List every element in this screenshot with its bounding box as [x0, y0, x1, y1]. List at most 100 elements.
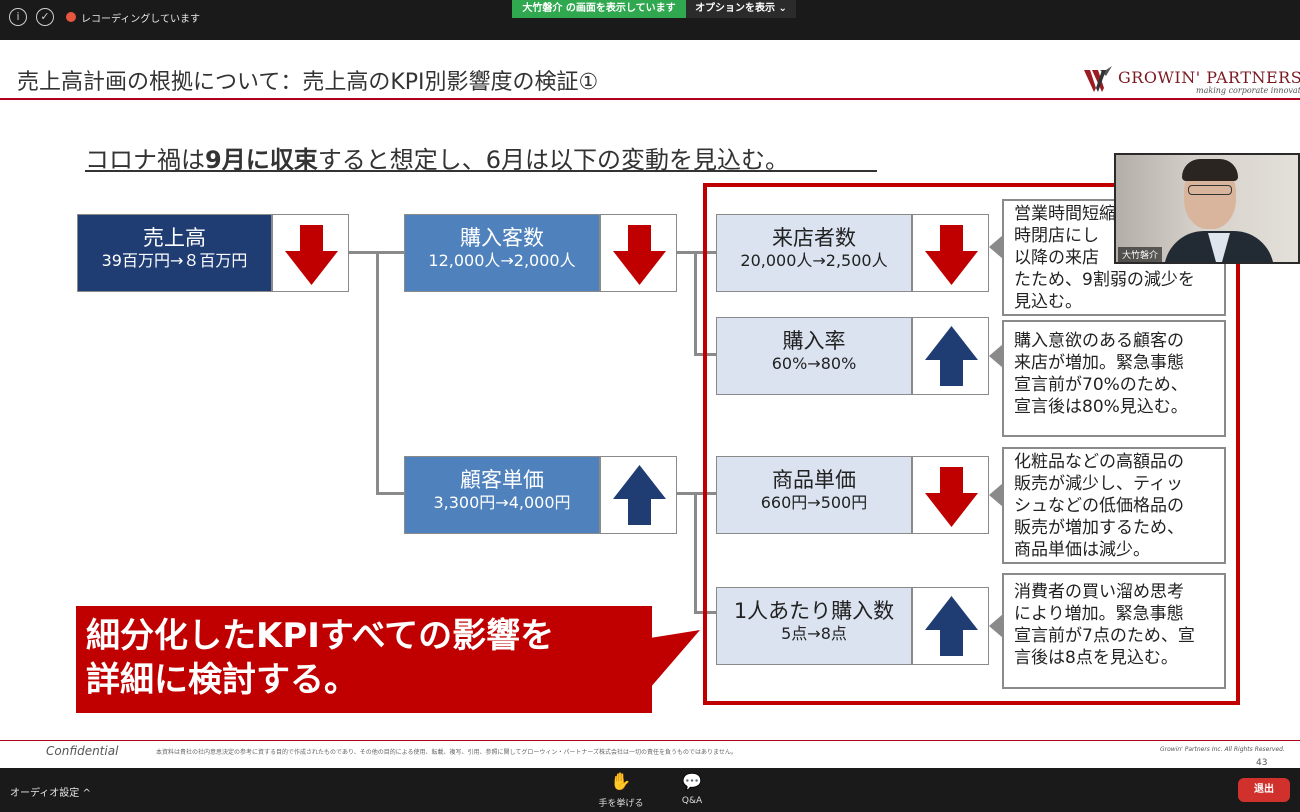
kpi-box-visitors: 来店者数 20,000人→2,500人: [716, 214, 912, 292]
note-line: 販売が増加するため、: [1014, 518, 1184, 538]
banner-line: 詳細に検討する。: [86, 660, 358, 700]
slide-title: 売上高計画の根拠について：売上高のKPI別影響度の検証①: [17, 70, 599, 95]
kpi-change: 60%→80%: [771, 354, 857, 373]
note-line: たため、9割弱の減少を: [1014, 270, 1195, 290]
participant-video[interactable]: 大竹磐介: [1114, 153, 1300, 264]
down-arrow-icon: [600, 214, 677, 292]
note-line: 時閉店にし: [1014, 226, 1099, 246]
headline-bold: 収束: [269, 146, 318, 174]
note-line: 見込む。: [1014, 292, 1082, 312]
headline-part: コロナ禍は: [85, 146, 205, 174]
kpi-change: 5点→8点: [781, 624, 847, 643]
info-icon[interactable]: i: [9, 8, 27, 26]
note-line: により増加。緊急事態: [1014, 604, 1184, 624]
kpi-box-conversion: 購入率 60%→80%: [716, 317, 912, 395]
note-line: 宣言後は80%見込む。: [1014, 397, 1188, 417]
qa-button[interactable]: 💬 Q&A: [672, 772, 712, 806]
kpi-change: 20,000人→2,500人: [740, 251, 888, 270]
leave-button[interactable]: 退出: [1238, 778, 1290, 802]
video-person-glasses: [1188, 185, 1232, 195]
disclaimer-text: 本資料は貴社の社内意思決定の参考に資する目的で作成されたものであり、その他の目的…: [156, 749, 737, 756]
kpi-box-item-price: 商品単価 660円→500円: [716, 456, 912, 534]
kpi-box-sales: 売上高 39百万円→８百万円: [77, 214, 272, 292]
note-items-per-customer: 消費者の買い溜め思考 により増加。緊急事態 宣言前が7点のため、宣 言後は8点を…: [1002, 573, 1226, 689]
kpi-box-unit-price: 顧客単価 3,300円→4,000円: [404, 456, 600, 534]
note-line: 営業時間短縮: [1014, 204, 1116, 224]
up-arrow-icon: [912, 317, 989, 395]
note-line: 販売が減少し、ティッ: [1014, 474, 1183, 494]
kpi-change: 12,000人→2,000人: [428, 251, 576, 270]
note-line: 以降の来店: [1014, 248, 1099, 268]
chat-bubbles-icon: 💬: [682, 772, 702, 791]
confidential-label: Confidential: [46, 744, 119, 758]
connector-line: [376, 251, 379, 495]
recording-status: レコーディングしています: [81, 14, 200, 25]
headline-bold: 9月: [205, 146, 246, 174]
kpi-title: 顧客単価: [460, 468, 544, 492]
banner-line: 細分化したKPIすべての影響を: [86, 616, 555, 656]
participant-name: 大竹磐介: [1118, 247, 1163, 262]
shared-slide: 売上高計画の根拠について：売上高のKPI別影響度の検証① GROWIN' PAR…: [0, 40, 1300, 768]
note-line: 商品単価は減少。: [1014, 540, 1150, 560]
note-line: 購入意欲のある顧客の: [1014, 331, 1184, 351]
kpi-change: 660円→500円: [760, 493, 868, 512]
kpi-change: 3,300円→4,000円: [433, 493, 571, 512]
connector-line: [694, 251, 697, 356]
note-line: 宣言前が70%のため、: [1014, 375, 1188, 395]
down-arrow-icon: [912, 456, 989, 534]
note-line: シュなどの低価格品の: [1014, 496, 1184, 516]
logo-text: GROWIN' PARTNERS: [1118, 68, 1300, 87]
callout-pointer: [989, 483, 1003, 507]
kpi-title: 売上高: [143, 226, 206, 250]
kpi-title: 購入客数: [460, 226, 544, 250]
kpi-box-customers: 購入客数 12,000人→2,000人: [404, 214, 600, 292]
recording-icon: [66, 12, 76, 22]
video-person-hair: [1182, 159, 1238, 181]
title-divider: [0, 98, 1300, 100]
connector-line: [376, 492, 405, 495]
up-arrow-icon: [912, 587, 989, 665]
footer-divider: [0, 740, 1300, 741]
note-line: 消費者の買い溜め思考: [1014, 582, 1184, 602]
kpi-title: 購入率: [782, 329, 846, 353]
shield-icon[interactable]: ✓: [36, 8, 54, 26]
kpi-title: 来店者数: [772, 226, 856, 250]
copyright-text: Growin' Partners Inc. All Rights Reserve…: [1160, 746, 1285, 753]
page-number: 43: [1256, 758, 1268, 768]
note-item-price: 化粧品などの高額品の 販売が減少し、ティッ シュなどの低価格品の 販売が増加する…: [1002, 447, 1226, 564]
note-conversion: 購入意欲のある顧客の 来店が増加。緊急事態 宣言前が70%のため、 宣言後は80…: [1002, 320, 1226, 437]
emphasis-banner: 細分化したKPIすべての影響を 詳細に検討する。: [76, 606, 652, 713]
screen-share-banner: 大竹磐介 の画面を表示しています: [512, 0, 686, 18]
logo-mark-icon: [1084, 66, 1112, 92]
up-arrow-icon: [600, 456, 677, 534]
raise-hand-button[interactable]: ✋ 手を挙げる: [596, 772, 646, 809]
note-line: 言後は8点を見込む。: [1014, 648, 1178, 668]
kpi-title: 1人あたり購入数: [733, 599, 895, 623]
down-arrow-icon: [272, 214, 349, 292]
note-line: 来店が増加。緊急事態: [1014, 353, 1184, 373]
connector-line: [694, 492, 697, 614]
kpi-highlight-frame: [703, 183, 1240, 705]
qa-label: Q&A: [681, 796, 703, 806]
kpi-change: 39百万円→８百万円: [101, 251, 248, 270]
down-arrow-icon: [912, 214, 989, 292]
headline-bold: に: [245, 146, 270, 174]
view-options-button[interactable]: オプションを表示 ⌄: [686, 0, 796, 18]
hand-icon: ✋: [610, 772, 632, 792]
callout-pointer: [989, 344, 1003, 368]
logo-tagline: making corporate innovation: [1196, 86, 1300, 95]
meeting-top-bar: i ✓ レコーディングしています 大竹磐介 の画面を表示しています オプションを…: [0, 0, 1300, 40]
meeting-control-bar: オーディオ設定 ^ ✋ 手を挙げる 💬 Q&A: [0, 768, 1300, 812]
audio-settings-button[interactable]: オーディオ設定 ^: [10, 788, 91, 799]
headline: コロナ禍は9月に収束すると想定し、6月は以下の変動を見込む。: [85, 140, 789, 175]
raise-hand-label: 手を挙げる: [598, 799, 644, 809]
kpi-box-items-per-customer: 1人あたり購入数 5点→8点: [716, 587, 912, 665]
headline-part: すると想定し、6月は以下の変動を見込む。: [317, 146, 789, 174]
banner-pointer: [650, 630, 700, 688]
kpi-title: 商品単価: [772, 468, 856, 492]
note-line: 宣言前が7点のため、宣: [1014, 626, 1195, 646]
note-line: 化粧品などの高額品の: [1014, 452, 1184, 472]
headline-underline: [85, 170, 877, 172]
callout-pointer: [989, 614, 1003, 638]
callout-pointer: [989, 235, 1003, 259]
